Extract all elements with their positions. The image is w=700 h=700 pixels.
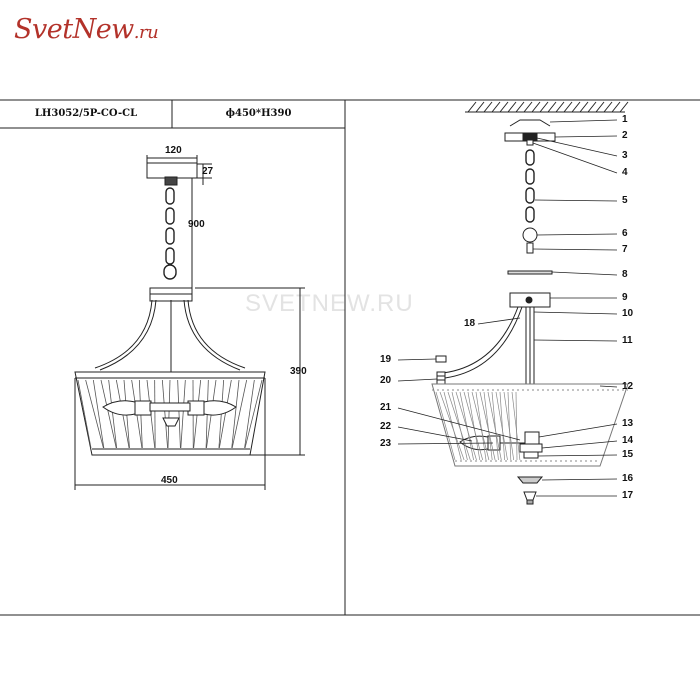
part-number: 21 bbox=[380, 402, 392, 413]
part-number: 11 bbox=[622, 335, 633, 346]
right-view bbox=[431, 119, 629, 505]
right-crystal-strips bbox=[435, 391, 521, 461]
watermark: SVETNEW.RU bbox=[245, 290, 414, 317]
part-number: 3 bbox=[622, 150, 628, 161]
dim-body-height: 390 bbox=[290, 366, 307, 377]
part-number: 1 bbox=[622, 114, 628, 125]
part-number: 18 bbox=[464, 318, 476, 329]
part-number: 22 bbox=[380, 421, 392, 432]
dim-chain-length: 900 bbox=[188, 219, 205, 230]
part-number: 20 bbox=[380, 375, 392, 386]
part-number: 23 bbox=[380, 438, 392, 449]
dim-body-width: 450 bbox=[161, 475, 178, 486]
part-number: 16 bbox=[622, 473, 634, 484]
part-number: 14 bbox=[622, 435, 634, 446]
left-view bbox=[74, 155, 266, 456]
part-number: 5 bbox=[622, 195, 628, 206]
brand-logo: SvetNew.ru bbox=[14, 14, 159, 45]
part-number: 4 bbox=[622, 167, 628, 178]
part-number: 10 bbox=[622, 308, 634, 319]
dim-canopy-height: 27 bbox=[202, 166, 214, 177]
part-number: 19 bbox=[380, 354, 392, 365]
part-number: 9 bbox=[622, 292, 628, 303]
ceiling-hatch bbox=[465, 101, 629, 113]
part-number: 6 bbox=[622, 228, 628, 239]
part-number: 13 bbox=[622, 418, 634, 429]
left-lamps bbox=[102, 400, 237, 427]
part-number: 17 bbox=[622, 490, 634, 501]
size-spec: ϕ450*H390 bbox=[225, 108, 292, 119]
part-number: 7 bbox=[622, 244, 628, 255]
part-number: 12 bbox=[622, 381, 634, 392]
part-number: 2 bbox=[622, 130, 628, 141]
part-number: 15 bbox=[622, 449, 634, 460]
part-number: 8 bbox=[622, 269, 628, 280]
dim-canopy-width: 120 bbox=[165, 145, 182, 156]
model-number: LH3052/5P-CO-CL bbox=[34, 108, 138, 119]
leader-lines bbox=[397, 119, 618, 497]
